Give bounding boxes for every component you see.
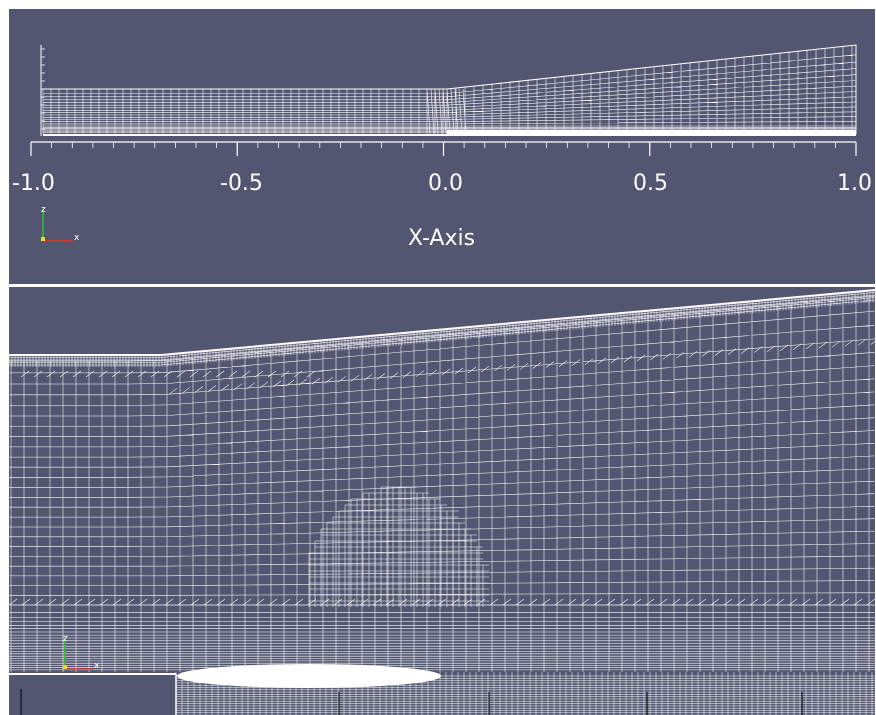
orientation-axes-triad: z x — [63, 634, 100, 671]
wall-strip — [447, 130, 856, 136]
body-mesh — [9, 295, 875, 606]
overview-mesh-lines — [40, 44, 857, 136]
triad-x-label: x — [74, 233, 80, 243]
solid-block — [9, 674, 176, 715]
x-tick-label: 0.0 — [428, 171, 463, 196]
zoomed-mesh: z x — [9, 289, 875, 715]
top-boundary-layer — [9, 289, 875, 367]
overview-render-view[interactable]: z x -1.0 -0.5 0.0 0.5 1.0 X-Axis — [9, 9, 875, 284]
overview-outline — [43, 44, 857, 134]
triad-z-label: z — [41, 205, 46, 215]
zoomed-mesh-lines — [9, 289, 875, 715]
x-axis-title: X-Axis — [408, 226, 476, 251]
x-axis-ruler — [30, 141, 857, 156]
white-ellipse — [177, 664, 441, 688]
near-wall-mesh — [9, 604, 875, 672]
zoomed-render-view[interactable]: z x — [9, 287, 875, 715]
refinement-mesh — [9, 339, 875, 607]
x-tick-label: -1.0 — [12, 171, 55, 196]
y-axis-marker — [63, 665, 67, 669]
triad-z-label: z — [63, 634, 68, 644]
overview-mesh: z x — [30, 44, 857, 243]
y-axis-marker — [41, 237, 45, 241]
x-tick-label: 1.0 — [837, 171, 872, 196]
orientation-axes-triad: z x — [41, 205, 80, 243]
top-boundary — [9, 289, 875, 356]
x-tick-label: 0.5 — [633, 171, 668, 196]
triad-x-label: x — [94, 661, 100, 671]
lower-mesh — [175, 672, 875, 715]
x-tick-label: -0.5 — [220, 171, 263, 196]
